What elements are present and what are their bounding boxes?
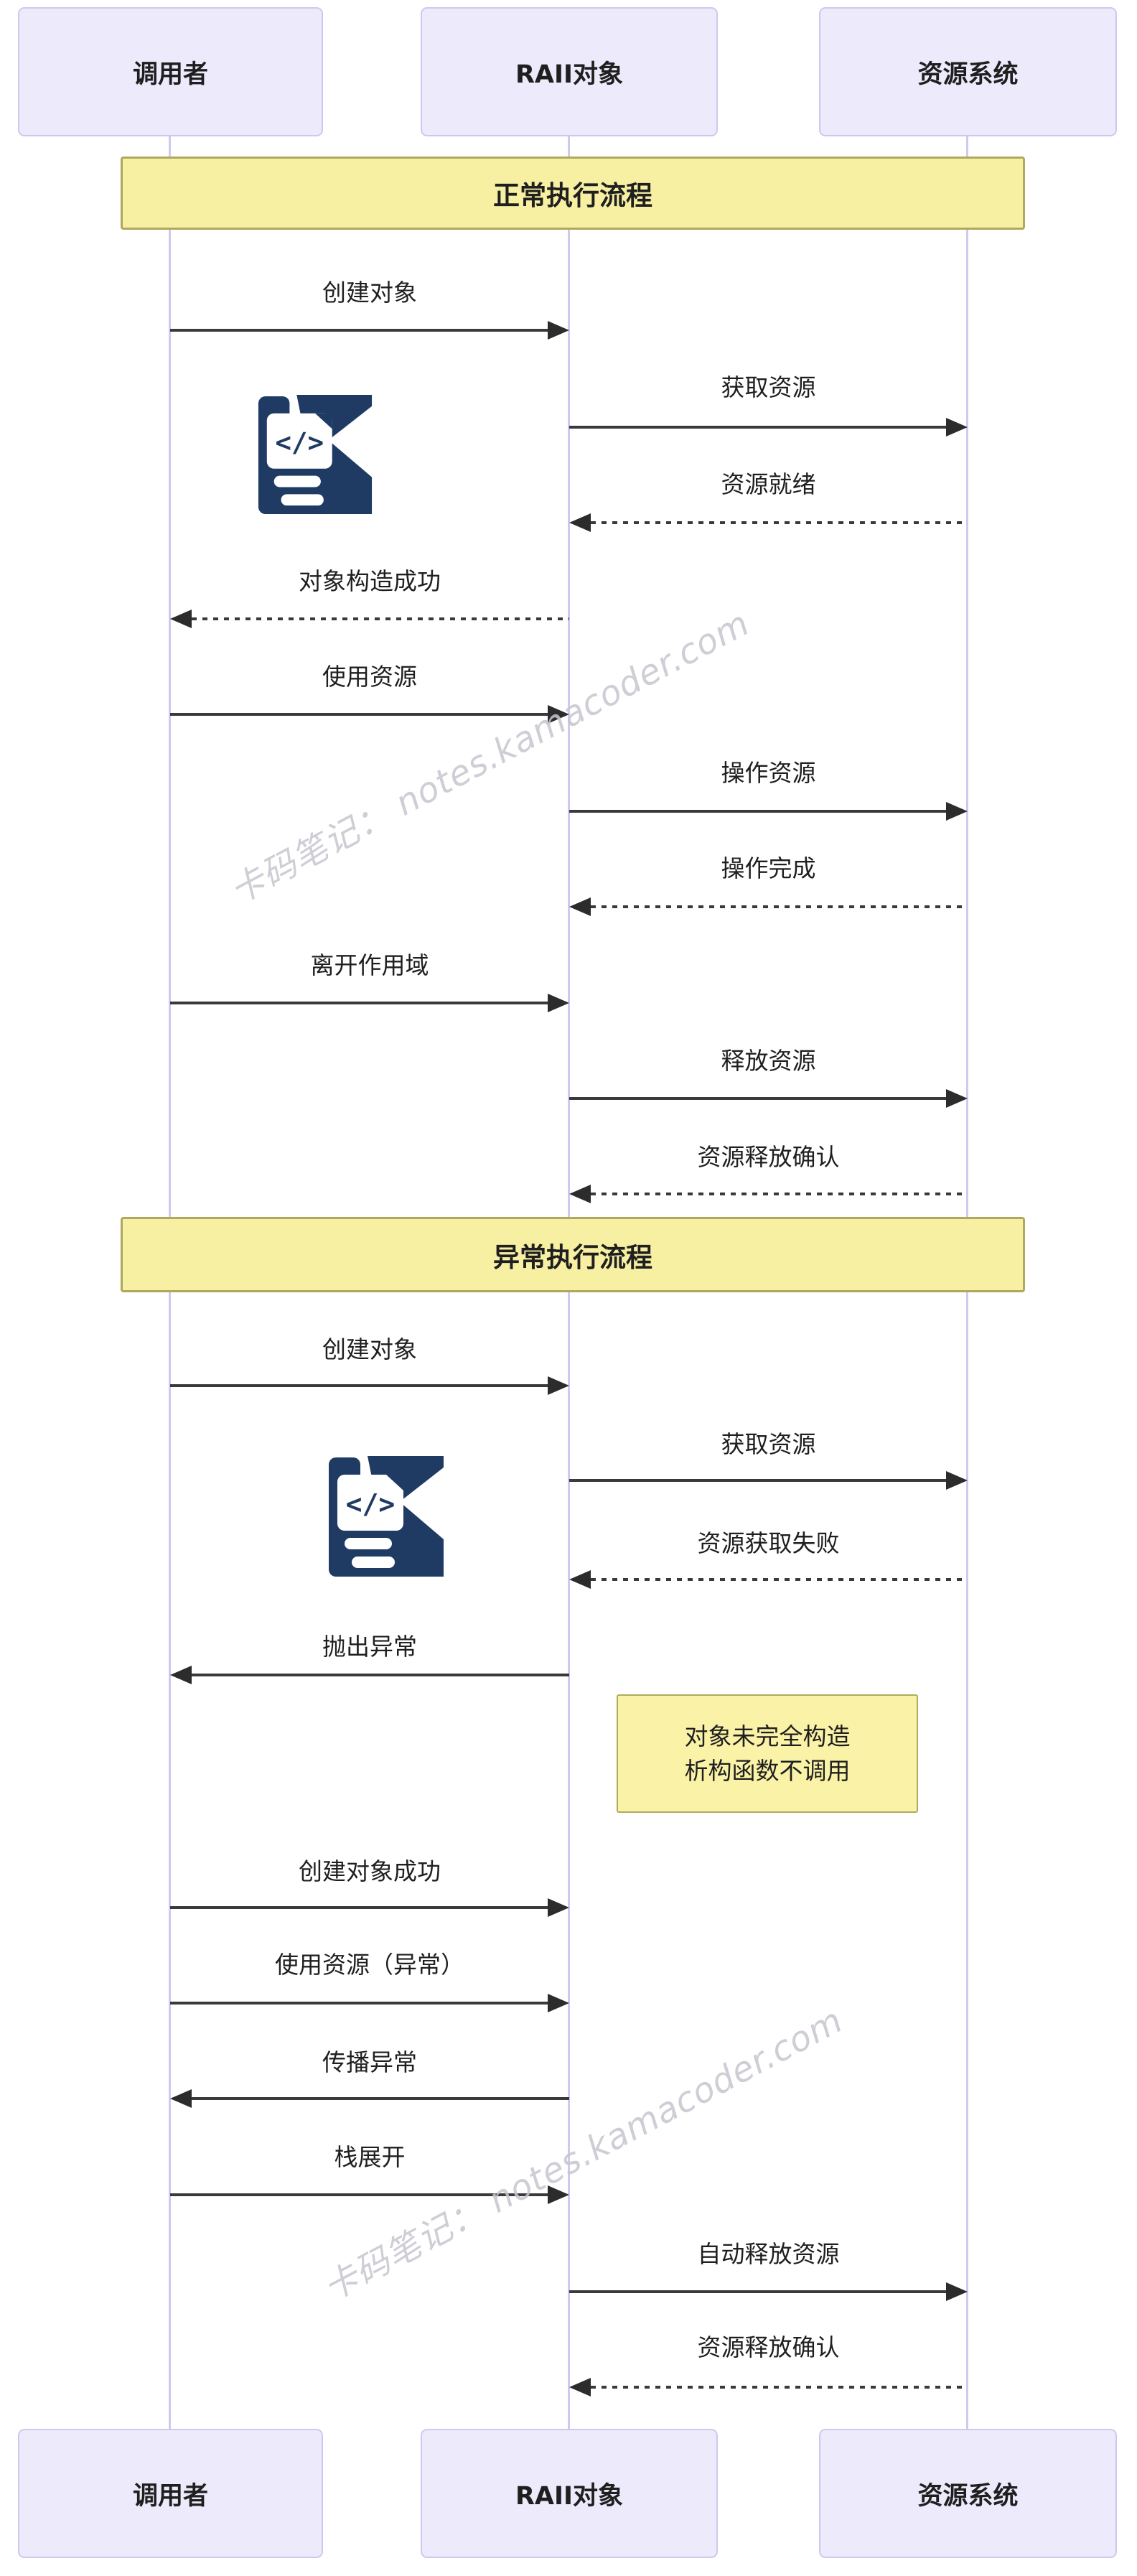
kamacoder-logo: </> (327, 1456, 446, 1578)
message-label-operation-complete: 操作完成 (721, 854, 816, 882)
logo-document (337, 1475, 403, 1531)
message-label-create-success: 创建对象成功 (299, 1857, 441, 1885)
arrowhead-left-icon (569, 513, 591, 532)
arrowhead-right-icon (946, 802, 968, 821)
message-label-resource-ready: 资源就绪 (721, 470, 816, 498)
message-arrow-leave-scope (170, 994, 569, 1012)
message-arrow-object-constructed (170, 610, 569, 628)
logo-document-fold (386, 1475, 403, 1490)
message-label-release-confirm: 资源释放确认 (697, 1143, 840, 1171)
kamacoder-logo: </> (251, 395, 380, 515)
arrowhead-left-icon (170, 610, 192, 628)
message-label-object-constructed: 对象构造成功 (299, 567, 441, 595)
note-line-1: 对象未完全构造 (684, 1722, 851, 1750)
message-arrow-operate-resource (569, 802, 968, 821)
message-arrow-create-object-2 (170, 1376, 569, 1395)
message-arrow-throw-exception (170, 1666, 569, 1684)
message-arrow-acquire-failed (569, 1570, 968, 1589)
section-banner-exception: 异常执行流程 (121, 1217, 1025, 1292)
logo-code-icon: </> (275, 426, 324, 458)
actor-label: 资源系统 (917, 2481, 1019, 2511)
message-label-use-resource: 使用资源 (322, 663, 417, 691)
message-arrow-use-resource (170, 705, 569, 724)
arrowhead-right-icon (946, 2282, 968, 2301)
logo-text-line-1 (345, 1538, 392, 1549)
actor-caller-top: 调用者 (18, 7, 323, 136)
actor-resource-bottom: 资源系统 (819, 2429, 1117, 2558)
actor-raii-bottom: RAII对象 (421, 2429, 718, 2558)
arrowhead-left-icon (569, 1185, 591, 1203)
logo-text-line-1 (273, 475, 321, 487)
arrowhead-right-icon (548, 1376, 569, 1395)
logo-text-line-2 (352, 1557, 395, 1568)
message-label-auto-release: 自动释放资源 (697, 2240, 840, 2268)
message-arrow-release-confirm-2 (569, 2378, 968, 2397)
arrowhead-right-icon (548, 705, 569, 724)
section-banner-normal: 正常执行流程 (121, 157, 1025, 230)
actor-label: RAII对象 (515, 2481, 624, 2511)
actor-label: 调用者 (132, 2481, 208, 2511)
message-label-use-resource-exception: 使用资源（异常） (275, 1951, 464, 1979)
message-label-create-object: 创建对象 (322, 279, 417, 307)
arrowhead-left-icon (170, 2089, 192, 2108)
message-label-propagate-exception: 传播异常 (322, 2048, 417, 2076)
message-arrow-resource-ready (569, 513, 968, 532)
message-label-throw-exception: 抛出异常 (322, 1633, 417, 1661)
message-arrow-release-resource (569, 1089, 968, 1108)
message-label-leave-scope: 离开作用域 (310, 951, 429, 979)
note-destructor-not-called: 对象未完全构造 析构函数不调用 (617, 1694, 918, 1813)
arrowhead-right-icon (946, 1471, 968, 1490)
arrowhead-left-icon (170, 1666, 192, 1684)
arrowhead-left-icon (569, 2378, 591, 2397)
message-arrow-auto-release (569, 2282, 968, 2301)
message-label-create-object-2: 创建对象 (322, 1335, 417, 1363)
arrowhead-right-icon (548, 994, 569, 1012)
message-arrow-use-resource-exception (170, 1994, 569, 2012)
note-line-2: 析构函数不调用 (684, 1756, 851, 1785)
message-arrow-operation-complete (569, 897, 968, 916)
section-title: 正常执行流程 (493, 180, 652, 211)
message-label-release-confirm-2: 资源释放确认 (697, 2333, 840, 2361)
message-arrow-acquire-resource (569, 418, 968, 437)
actor-resource-top: 资源系统 (819, 7, 1117, 136)
logo-text-line-2 (281, 494, 324, 506)
actor-raii-top: RAII对象 (421, 7, 718, 136)
arrowhead-right-icon (548, 1898, 569, 1917)
arrowhead-right-icon (946, 1089, 968, 1108)
arrowhead-left-icon (569, 897, 591, 916)
message-arrow-propagate-exception (170, 2089, 569, 2108)
message-arrow-create-object (170, 321, 569, 340)
arrowhead-right-icon (548, 1994, 569, 2012)
section-title: 异常执行流程 (493, 1241, 652, 1273)
message-label-operate-resource: 操作资源 (721, 759, 816, 787)
message-arrow-acquire-resource-2 (569, 1471, 968, 1490)
arrowhead-right-icon (548, 2185, 569, 2204)
logo-document (266, 413, 332, 469)
message-arrow-release-confirm (569, 1185, 968, 1203)
actor-label: 资源系统 (917, 60, 1019, 89)
arrowhead-right-icon (946, 418, 968, 437)
arrowhead-left-icon (569, 1570, 591, 1589)
message-arrow-stack-unwind (170, 2185, 569, 2204)
message-label-acquire-resource: 获取资源 (721, 373, 816, 401)
actor-caller-bottom: 调用者 (18, 2429, 323, 2558)
actor-label: RAII对象 (515, 60, 624, 89)
message-label-stack-unwind: 栈展开 (334, 2143, 406, 2171)
logo-code-icon: </> (346, 1488, 396, 1520)
message-label-acquire-resource-2: 获取资源 (721, 1430, 816, 1458)
message-label-release-resource: 释放资源 (721, 1047, 816, 1075)
arrowhead-right-icon (548, 321, 569, 340)
logo-document-fold (315, 413, 332, 429)
message-label-acquire-failed: 资源获取失败 (697, 1529, 840, 1557)
message-arrow-create-success (170, 1898, 569, 1917)
actor-label: 调用者 (132, 60, 208, 89)
